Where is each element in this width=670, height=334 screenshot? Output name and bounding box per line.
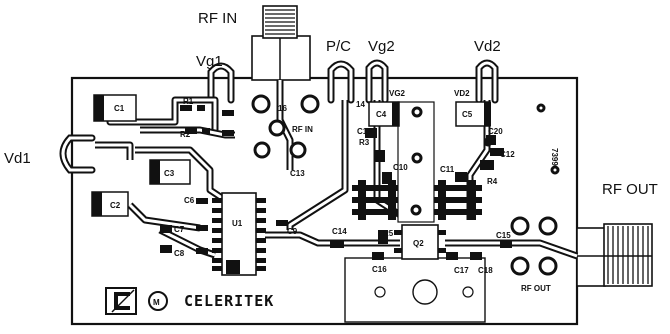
label-c6: C6 [184, 196, 195, 205]
rf-out-connector [576, 223, 653, 287]
label-c16: C16 [372, 265, 387, 274]
label-vg2-pad: VG2 [389, 89, 406, 98]
label-c19: C19 [357, 127, 372, 136]
label-c11: C11 [440, 165, 455, 174]
capacitor-c5: C5 [455, 101, 491, 127]
badge-letter: M [153, 298, 160, 307]
label-c8: C8 [174, 249, 185, 258]
via-hole [411, 152, 423, 164]
label-c2: C2 [110, 201, 121, 210]
via-hole [538, 256, 558, 276]
label-c10: C10 [393, 163, 408, 172]
board-id-label: 7399 [550, 148, 559, 166]
label-c1: C1 [114, 104, 125, 113]
label-c3: C3 [164, 169, 175, 178]
via-hole [251, 94, 271, 114]
label-c20: C20 [488, 127, 503, 136]
label-rf-out-pad: RF OUT [521, 284, 551, 293]
label-pin14: 14 [356, 100, 365, 109]
wire-loop-vd1 [59, 134, 96, 174]
wire-loop-vd2 [475, 59, 499, 104]
label-vg1: Vg1 [196, 53, 223, 70]
label-r3: R3 [359, 138, 370, 147]
ic-u1: U1 [212, 192, 266, 276]
label-pin16: 16 [278, 104, 287, 113]
capacitor-c3: C3 [149, 159, 191, 185]
label-c17: C17 [454, 266, 469, 275]
label-c9: C9 [287, 227, 298, 236]
label-rf-in-pad: RF IN [292, 125, 313, 134]
label-vd1: Vd1 [4, 150, 31, 167]
wire-loop-vg1 [207, 62, 235, 104]
label-c12: C12 [500, 150, 515, 159]
via-hole [253, 141, 271, 159]
label-rf-in: RF IN [198, 10, 237, 27]
capacitor-c1: C1 [93, 94, 137, 122]
via-hole [410, 204, 422, 216]
via-hole [289, 141, 307, 159]
wire-loop-vg2 [365, 59, 389, 104]
label-c5: C5 [462, 110, 473, 119]
label-c18: C18 [478, 266, 493, 275]
bias-stub-right [432, 180, 482, 220]
mounting-hole [412, 279, 438, 305]
label-pc: P/C [326, 38, 351, 55]
label-c4: C4 [376, 110, 387, 119]
via-hole [550, 165, 560, 175]
label-u1: U1 [232, 219, 243, 228]
label-c7: C7 [174, 225, 185, 234]
via-hole [374, 286, 386, 298]
via-hole [300, 94, 320, 114]
label-r4: R4 [487, 177, 498, 186]
via-hole [510, 256, 530, 276]
label-r2: R2 [180, 130, 191, 139]
capacitor-c2: C2 [91, 191, 129, 217]
smd-parts [160, 105, 512, 260]
wire-loop-pc [327, 60, 355, 104]
badge-circle-icon [148, 291, 168, 311]
via-hole [462, 286, 474, 298]
via-hole [536, 103, 546, 113]
via-hole [538, 216, 558, 236]
label-vd2: Vd2 [474, 38, 501, 55]
label-rf-out: RF OUT [602, 181, 658, 198]
bias-stub-left [352, 180, 402, 220]
celeritek-logo-icon [105, 287, 137, 315]
via-hole [411, 106, 423, 118]
brand-name: CELERITEK [184, 292, 274, 310]
capacitor-c4: C4 [368, 101, 400, 127]
label-q2: Q2 [413, 239, 424, 248]
via-hole [268, 119, 286, 137]
label-vd2-pad: VD2 [454, 89, 470, 98]
label-c14: C14 [332, 227, 347, 236]
rf-in-connector [251, 5, 311, 81]
label-vg2: Vg2 [368, 38, 395, 55]
label-c15: C15 [496, 231, 511, 240]
label-r1: R1 [183, 97, 194, 106]
transistor-q2: Q2 [394, 224, 446, 260]
label-r5: R5 [383, 229, 394, 238]
label-c13: C13 [290, 169, 305, 178]
via-hole [510, 216, 530, 236]
